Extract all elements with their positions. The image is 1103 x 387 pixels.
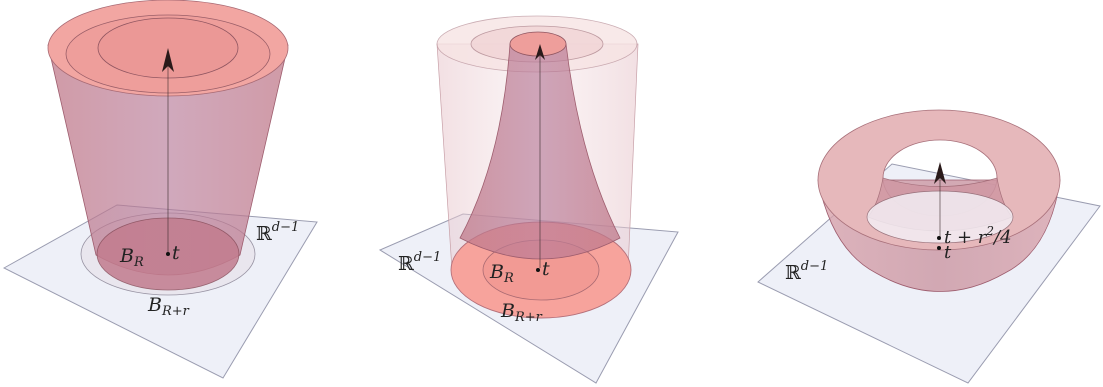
outer-ball-label: BR+r — [147, 294, 190, 319]
shifted-point-label: t + r2/4 — [944, 224, 1012, 248]
inner-ball-label: BR — [489, 261, 514, 286]
axis-arrow-icon — [162, 48, 174, 72]
point-t-dot — [937, 246, 941, 250]
panel-3: t + r2/4 t ℝd−1 — [757, 109, 1101, 384]
panel-1: t BR BR+r ℝd−1 — [2, 0, 318, 379]
plane-label: ℝd−1 — [785, 259, 828, 284]
outer-ball-label: BR+r — [500, 300, 543, 325]
point-t-label: t — [542, 258, 550, 280]
panel-2: t BR BR+r ℝd−1 — [378, 15, 679, 384]
point-t-dot — [536, 268, 540, 272]
plane-label: ℝd−1 — [256, 220, 299, 245]
point-t-label: t — [172, 242, 180, 264]
shifted-point-dot — [937, 236, 941, 240]
axis-arrow-icon — [535, 44, 545, 60]
plane-label: ℝd−1 — [398, 250, 441, 275]
point-t-label: t — [944, 242, 952, 263]
axis-arrow-icon — [934, 162, 946, 184]
point-t-dot — [166, 252, 170, 256]
inner-ball-label: BR — [119, 245, 144, 270]
